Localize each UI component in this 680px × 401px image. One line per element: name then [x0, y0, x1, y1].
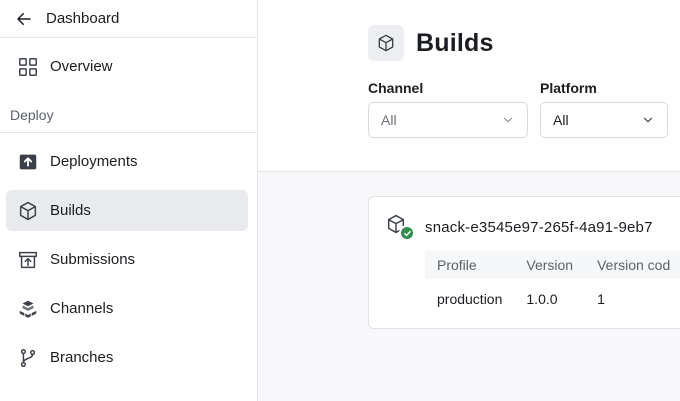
profile-value: production	[437, 291, 503, 307]
deploy-nav-list: Deployments Builds Submissions Channels	[0, 133, 257, 378]
section-label-deploy: Deploy	[0, 97, 257, 133]
sidebar-item-deployments[interactable]: Deployments	[6, 141, 248, 182]
sidebar-item-submissions[interactable]: Submissions	[6, 239, 248, 280]
column-header-profile: Profile	[425, 251, 515, 279]
sidebar-item-label: Branches	[50, 349, 114, 366]
platform-filter: Platform All	[540, 80, 668, 138]
page-header: Builds Channel All Platform All	[258, 0, 680, 172]
sidebar-item-label: Submissions	[50, 251, 136, 268]
sidebar-item-overview[interactable]: Overview	[6, 46, 248, 87]
cube-icon	[368, 25, 404, 61]
build-info-table: Profile Version Version cod production 1…	[425, 251, 680, 319]
platform-select-value: All	[553, 112, 569, 128]
sidebar: Dashboard Overview Deploy Deployments Bu…	[0, 0, 258, 401]
channel-select-value: All	[381, 112, 397, 128]
back-label: Dashboard	[46, 10, 120, 27]
version-value: 1.0.0	[526, 291, 558, 307]
build-status-icon	[385, 213, 415, 241]
platform-filter-label: Platform	[540, 80, 597, 96]
column-header-version-code: Version cod	[585, 251, 680, 279]
table-row: production 1.0.0 1	[425, 279, 680, 319]
check-icon	[399, 225, 415, 241]
channel-filter: Channel All	[368, 80, 528, 138]
sidebar-item-label: Builds	[50, 202, 91, 219]
sidebar-item-label: Channels	[50, 300, 114, 317]
channel-select[interactable]: All	[368, 102, 528, 138]
filters: Channel All Platform All	[368, 80, 680, 138]
sidebar-item-label: Deployments	[50, 153, 138, 170]
branch-icon	[17, 347, 39, 369]
chevron-down-icon	[643, 117, 653, 123]
page-title: Builds	[416, 28, 494, 57]
cube-icon	[17, 200, 39, 222]
build-card[interactable]: snack-e3545e97-265f-4a91-9eb7 Profile Ve…	[368, 196, 680, 329]
table-header-row: Profile Version Version cod	[425, 251, 680, 279]
main-content: Builds Channel All Platform All	[258, 0, 680, 401]
deployments-icon	[17, 151, 39, 173]
cube-icon	[387, 214, 405, 234]
arrow-left-icon	[17, 12, 31, 25]
back-to-dashboard-link[interactable]: Dashboard	[0, 0, 257, 38]
channel-filter-label: Channel	[368, 80, 424, 96]
build-card-header: snack-e3545e97-265f-4a91-9eb7	[385, 213, 653, 241]
column-header-version: Version	[514, 251, 586, 279]
chevron-down-icon	[503, 117, 513, 123]
submissions-icon	[17, 249, 39, 271]
sidebar-item-label: Overview	[50, 58, 113, 75]
build-name[interactable]: snack-e3545e97-265f-4a91-9eb7	[425, 218, 653, 236]
grid-icon	[17, 56, 39, 78]
channels-icon	[17, 298, 39, 320]
version-code-value: 1	[597, 291, 605, 307]
sidebar-item-branches[interactable]: Branches	[6, 337, 248, 378]
platform-select[interactable]: All	[540, 102, 668, 138]
sidebar-item-channels[interactable]: Channels	[6, 288, 248, 329]
sidebar-item-builds[interactable]: Builds	[6, 190, 248, 231]
title-row: Builds	[368, 25, 494, 61]
